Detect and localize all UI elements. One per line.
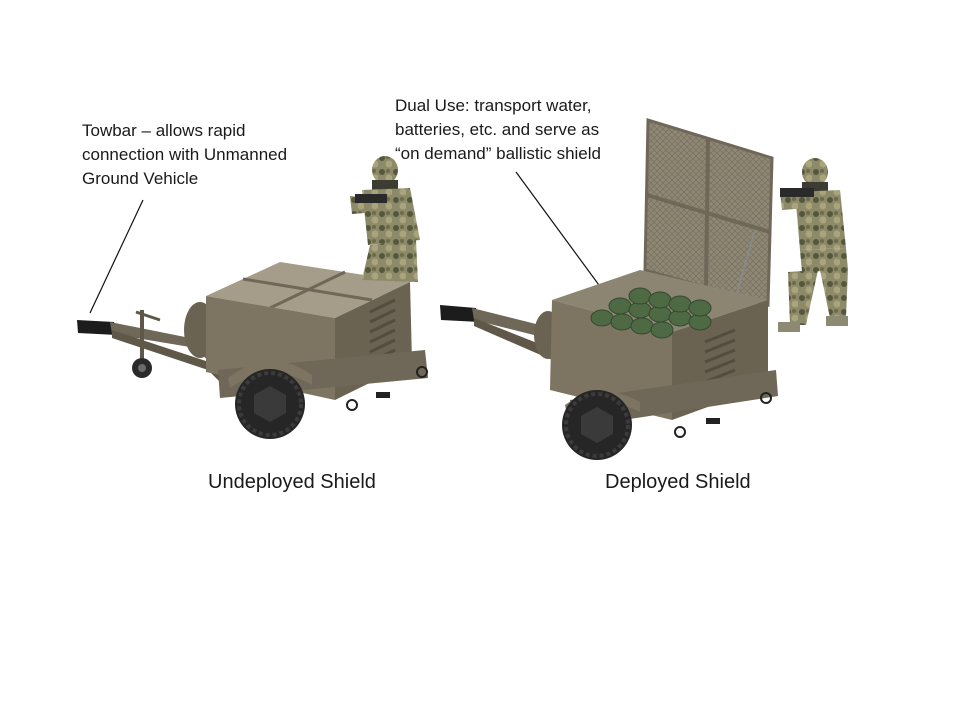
box-vents <box>704 328 736 384</box>
jack-handle <box>135 310 161 322</box>
undeployed-shield-caption: Undeployed Shield <box>208 471 376 493</box>
undeployed-trailer <box>77 262 428 439</box>
annotation-line: Dual Use: transport water, <box>395 96 592 115</box>
dual-use-annotation: Dual Use: transport water, batteries, et… <box>395 94 601 166</box>
jack-stand <box>140 310 144 360</box>
deployed-trailer <box>440 117 778 460</box>
wheel-tread <box>237 371 303 437</box>
towbar-arm-lower <box>474 318 596 400</box>
tie-down-ring <box>346 399 358 411</box>
jack-wheel-hub <box>138 364 146 372</box>
shield-strut <box>734 229 756 301</box>
soldier-figure <box>778 158 848 332</box>
tie-down-ring <box>674 426 686 438</box>
shield-frame-horizontal <box>646 193 771 234</box>
annotation-line: Towbar – allows rapid <box>82 121 246 140</box>
towbar-annotation: Towbar – allows rapid connection with Un… <box>82 119 287 191</box>
towbar-hitch <box>440 305 480 322</box>
towbar-hitch <box>77 320 117 335</box>
annotation-line: “on demand” ballistic shield <box>395 144 601 163</box>
water-canisters <box>590 287 712 339</box>
wheel-tread <box>564 392 630 458</box>
tie-down-ring <box>760 392 772 404</box>
hitch-plate <box>376 392 390 398</box>
soldier-figure <box>350 156 420 282</box>
fender <box>228 360 312 388</box>
wheel-hub <box>254 386 286 422</box>
lid-seam-cross <box>269 270 346 310</box>
tie-down-ring <box>416 366 428 378</box>
deployed-shield-caption: Deployed Shield <box>605 471 751 493</box>
towbar-leader-line <box>89 199 144 314</box>
annotation-line: batteries, etc. and serve as <box>395 120 600 139</box>
annotation-line: connection with Unmanned <box>82 145 288 164</box>
wheel-hub <box>581 407 613 443</box>
annotation-line: Ground Vehicle <box>82 169 199 188</box>
hitch-plate <box>706 418 720 424</box>
